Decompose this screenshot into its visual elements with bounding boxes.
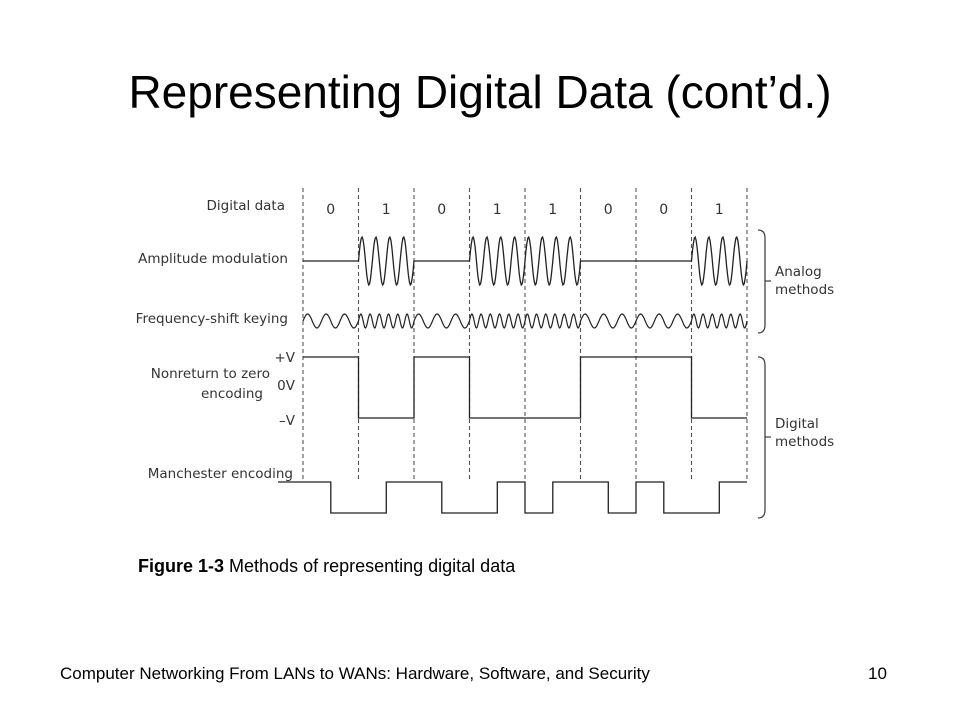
bit-value: 1 — [548, 202, 557, 218]
am-label: Amplitude modulation — [138, 251, 288, 267]
analog-group-label-line1: Analog — [775, 264, 822, 280]
digital-group-label-line1: Digital — [775, 416, 819, 432]
analog-brace — [757, 229, 771, 334]
digital-data-label: Digital data — [207, 198, 285, 214]
figure-caption: Figure 1-3 Methods of representing digit… — [138, 554, 515, 578]
amplitude-modulation-waveform — [303, 235, 748, 287]
minus-v-label: –V — [279, 413, 296, 429]
digital-group-label-line2: methods — [775, 434, 834, 450]
plus-v-label: +V — [274, 350, 295, 366]
bit-value: 1 — [493, 202, 502, 218]
bit-value: 0 — [326, 202, 335, 218]
digital-encoding-figure: 0 1 0 1 1 0 0 1 Digital data Amplitude modulati… — [136, 188, 834, 519]
fsk-label: Frequency-shift keying — [136, 311, 288, 327]
slide-footer: Computer Networking From LANs to WANs: H… — [60, 664, 650, 683]
manchester-waveform — [278, 481, 747, 514]
page-number: 10 — [868, 664, 887, 683]
analog-group-label-line2: methods — [775, 282, 834, 298]
caption-text: Methods of representing digital data — [224, 556, 516, 576]
digital-brace — [757, 356, 771, 519]
fsk-waveform — [302, 313, 748, 329]
zero-v-label: 0V — [277, 378, 296, 394]
bit-value: 1 — [715, 202, 724, 218]
bit-value: 1 — [382, 202, 391, 218]
slide-title: Representing Digital Data (cont’d.) — [128, 66, 832, 118]
bit-labels: 0 1 0 1 1 0 0 1 — [326, 202, 723, 218]
caption-figure-number: Figure 1-3 — [138, 556, 225, 576]
bit-value: 0 — [437, 202, 446, 218]
bit-value: 0 — [604, 202, 613, 218]
manchester-label: Manchester encoding — [148, 466, 293, 482]
nrz-waveform — [303, 356, 747, 419]
bit-value: 0 — [659, 202, 668, 218]
bit-dividers — [302, 188, 748, 480]
nrz-label-line1: Nonreturn to zero — [151, 366, 270, 382]
nrz-label-line2: encoding — [201, 386, 263, 402]
